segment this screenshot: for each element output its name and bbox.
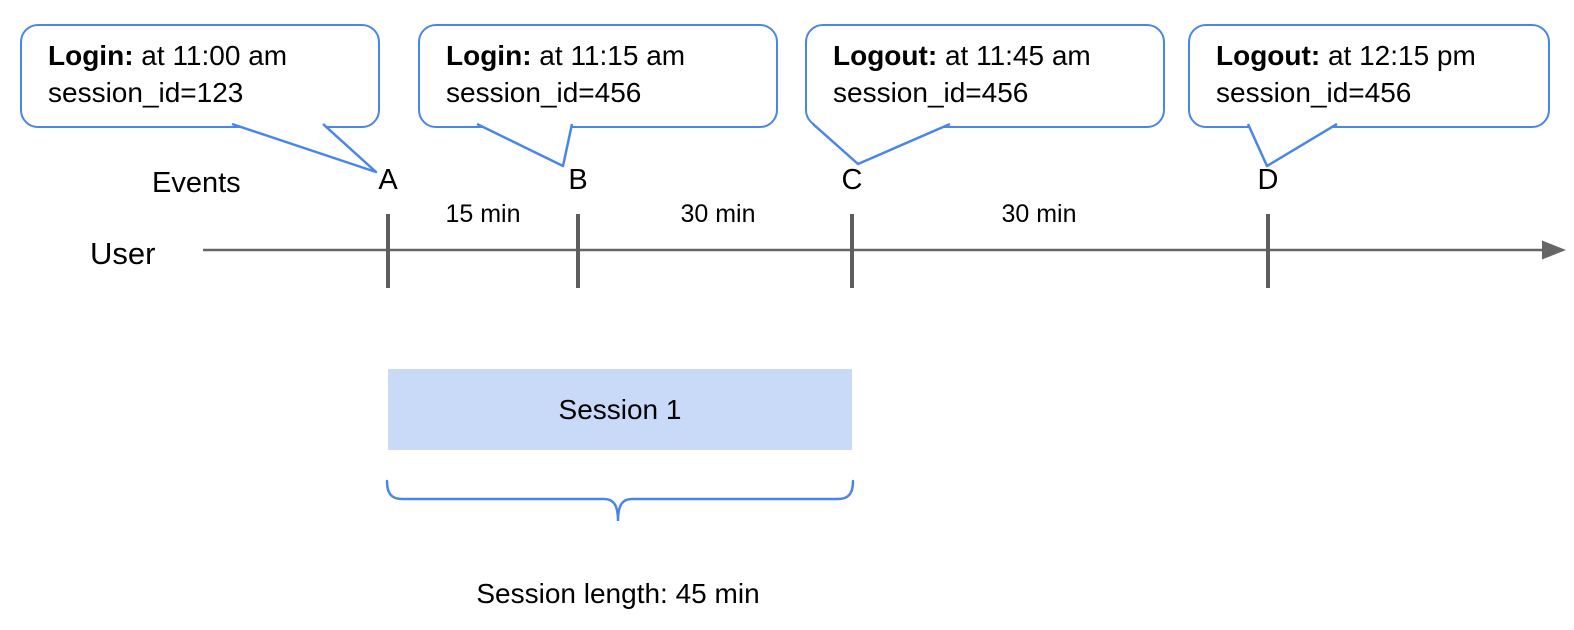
callout-session-id: session_id=456 [1216,77,1412,108]
callout-logout-c: Logout: at 11:45 am session_id=456 [805,24,1165,128]
event-marker-b: B [568,164,588,196]
events-label: Events [152,167,241,199]
callout-event-line: Logout: at 12:15 pm [1216,37,1538,74]
user-label: User [90,236,156,271]
callout-tail-a [231,122,378,174]
callout-event-type: Logout: [833,40,938,71]
event-marker-a: A [378,164,398,196]
session-box: Session 1 [388,369,852,450]
callout-event-time: at 11:45 am [937,40,1091,71]
callout-login-a: Login: at 11:00 am session_id=123 [20,24,380,128]
callout-session-id: session_id=123 [48,77,244,108]
callout-event-type: Login: [446,40,532,71]
callout-session-id: session_id=456 [446,77,642,108]
callout-event-line: Login: at 11:15 am [446,37,766,74]
callout-logout-d: Logout: at 12:15 pm session_id=456 [1188,24,1550,128]
timeline-arrowhead [1542,240,1566,260]
callout-tail-b [476,122,574,168]
callout-event-time: at 11:00 am [133,40,288,71]
session-box-label: Session 1 [558,393,682,425]
interval-label-ab: 15 min [445,200,521,228]
callout-event-time: at 12:15 pm [1320,40,1476,71]
event-marker-d: D [1257,164,1279,196]
callout-event-type: Login: [48,40,134,71]
session-length-label: Session length: 45 min [476,578,760,609]
callout-event-type: Logout: [1216,40,1321,71]
callout-event-line: Logout: at 11:45 am [833,37,1153,74]
callout-event-time: at 11:15 am [531,40,686,71]
callout-tail-c [812,122,951,166]
callout-login-b: Login: at 11:15 am session_id=456 [418,24,778,128]
callout-session-id: session_id=456 [833,77,1029,108]
callout-event-line: Login: at 11:00 am [48,37,368,74]
event-marker-c: C [841,164,863,196]
interval-label-cd: 30 min [1001,200,1077,228]
callout-tail-d [1246,122,1338,168]
session-brace [385,479,855,522]
interval-label-bc: 30 min [680,200,756,228]
